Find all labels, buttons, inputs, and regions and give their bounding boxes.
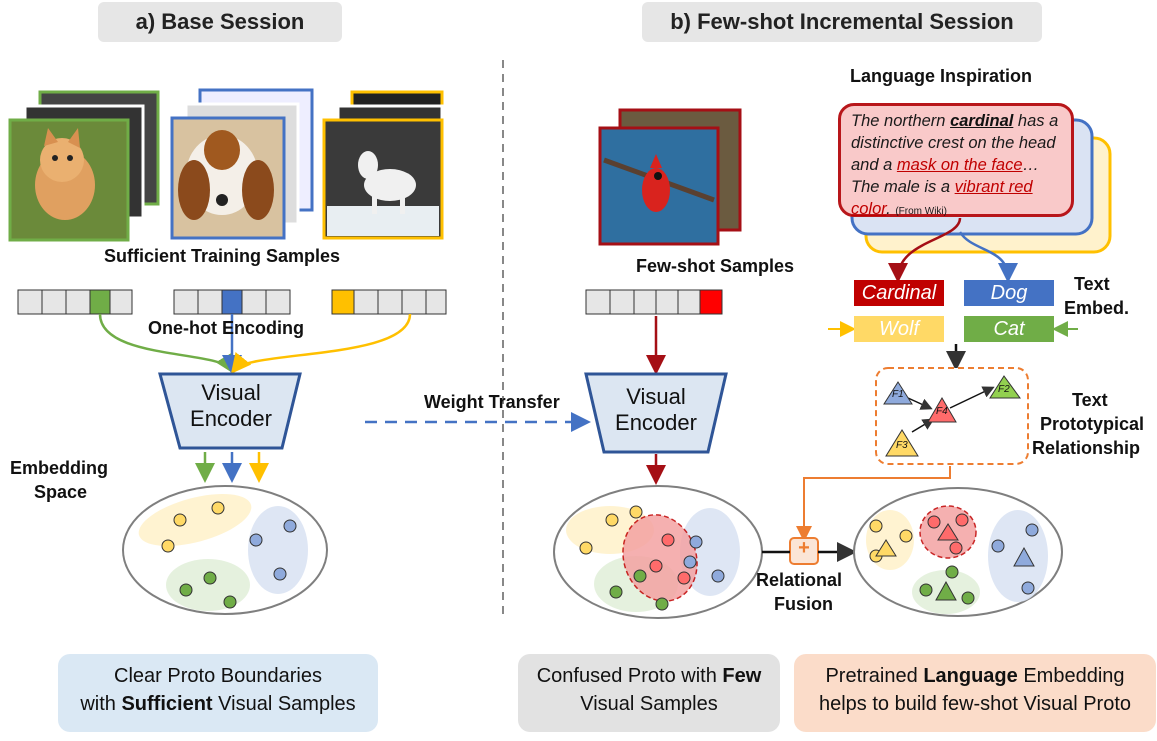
caption-right-line2: helps to build few-shot Visual Proto [818,693,1132,715]
visual-encoder-right [584,372,728,454]
embedding-space-fused [853,487,1063,617]
caption-middle-line1: Confused Proto with Few [536,665,762,687]
quote-text-color: color [851,200,887,218]
quote-text-vibrant-red: vibrant red [954,178,1033,196]
caption-middle-line2: Visual Samples [580,693,718,715]
visual-encoder-left-label: Visual Encoder [180,380,282,432]
text-proto-label-2: Prototypical [1040,414,1145,434]
embedding-label-1: Embedding [10,458,108,478]
encoder-left-line1: Visual [201,380,261,405]
text-embed-label-1: Text [1074,274,1110,294]
few-shot-samples-label: Few-shot Samples [636,256,795,276]
language-inspiration-label: Language Inspiration [850,66,1033,86]
quote-text-9: . [886,200,896,218]
language-quote-card: The northern cardinal has a distinctive … [838,103,1074,218]
tag-cat: Cat [964,316,1054,342]
embedding-space-confused [553,485,763,619]
dog-image-stack [170,88,314,240]
cardinal-image-stack [598,108,742,246]
relational-fusion-label-2: Fusion [774,594,833,614]
text-proto-label-1: Text [1072,390,1108,410]
f2-label: F2 [998,384,1010,395]
fusion-plus-symbol: + [798,537,810,559]
cat-image-stack [8,90,160,242]
quote-text-1: The northern [851,112,951,130]
quote-text-5: … The male is a [851,156,1040,196]
tag-dog: Dog [964,280,1054,306]
f2-node [989,375,1021,399]
encoder-right-line2: Encoder [615,410,697,435]
f3-node [885,429,919,457]
text-embed-label-2: Embed. [1064,298,1130,318]
relational-fusion-label-1: Relational [756,570,843,590]
quote-text-cardinal: cardinal [950,112,1014,130]
one-hot-vector-cardinal [585,289,723,315]
wolf-image-stack [322,90,444,240]
base-session-header: a) Base Session [98,2,342,42]
weight-transfer-label: Weight Transfer [424,392,560,412]
sufficient-samples-label: Sufficient Training Samples [104,246,341,266]
f1-label: F1 [892,389,904,400]
embedding-space-left [122,485,328,615]
visual-encoder-right-label: Visual Encoder [604,384,708,436]
caption-left: Clear Proto Boundaries with Sufficient V… [58,654,378,732]
quote-text-3: has a distinctive crest on the head and … [851,112,1059,174]
encoder-right-line1: Visual [626,384,686,409]
one-hot-vector-cat [17,289,133,315]
one-hot-label: One-hot Encoding [148,318,304,338]
f4-label: F4 [936,406,948,417]
caption-left-line1: Clear Proto Boundaries [114,665,322,687]
caption-left-line2: with Sufficient Visual Samples [80,693,356,715]
one-hot-vector-dog [173,289,291,315]
encoder-left-line2: Encoder [190,406,272,431]
embedding-label-2: Space [34,482,88,502]
quote-source: (From Wiki) [895,206,947,217]
caption-middle: Confused Proto with Few Visual Samples [518,654,780,732]
f4-node [927,397,957,423]
caption-right-line1: Pretrained Language Embedding [825,665,1125,687]
f3-label: F3 [896,440,908,451]
fewshot-session-header: b) Few-shot Incremental Session [642,2,1042,42]
tag-cardinal: Cardinal [854,280,944,306]
one-hot-vector-wolf [331,289,447,315]
tag-wolf: Wolf [854,316,944,342]
quote-text-mask: mask on the face [896,156,1023,174]
caption-right: Pretrained Language Embedding helps to b… [794,654,1156,732]
f1-node [883,381,913,405]
text-proto-label-3: Relationship [1032,438,1141,458]
visual-encoder-left [158,372,302,450]
